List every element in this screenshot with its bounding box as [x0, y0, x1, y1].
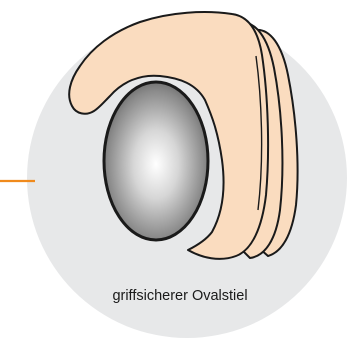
- oval-handle: [104, 82, 208, 240]
- figure-caption: griffsicherer Ovalstiel: [0, 288, 360, 304]
